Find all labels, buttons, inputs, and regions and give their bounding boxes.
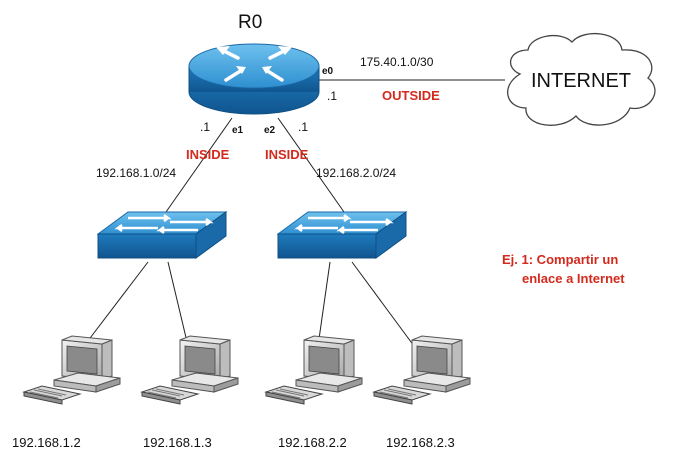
host-label: 192.168.2.2 (278, 435, 347, 450)
lan2-network: 192.168.2.0/24 (316, 166, 396, 180)
link-sw1-pc2 (167, 261, 189, 347)
pc-2-icon (141, 335, 239, 405)
switch-lan1-icon (96, 210, 228, 260)
internet-cloud-icon (507, 32, 656, 126)
wan-network: 175.40.1.0/30 (360, 55, 434, 69)
switch-lan2-icon (276, 210, 408, 260)
link-lan2 (277, 117, 345, 213)
link-sw2-pc4 (351, 261, 415, 347)
lan2-host: .1 (298, 120, 308, 134)
links (83, 79, 505, 347)
lan2-port: e2 (264, 125, 276, 136)
lan1-network: 192.168.1.0/24 (96, 166, 176, 180)
host-label: 192.168.2.3 (386, 435, 455, 450)
wan-port: e0 (322, 66, 334, 77)
wan-role: OUTSIDE (382, 88, 440, 103)
lan1-host: .1 (200, 120, 210, 134)
link-sw1-pc1 (83, 261, 149, 347)
lan2-role: INSIDE (265, 147, 309, 162)
link-sw2-pc3 (317, 261, 331, 347)
caption-line2: enlace a Internet (522, 271, 625, 286)
router-name: R0 (238, 12, 262, 33)
pc-1-icon (23, 335, 121, 405)
lan1-role: INSIDE (186, 147, 230, 162)
pc-4-icon (373, 335, 471, 405)
link-lan1 (165, 117, 233, 213)
host-label: 192.168.1.3 (143, 435, 212, 450)
router-icon (188, 43, 320, 115)
wan-host: .1 (327, 89, 337, 103)
lan1-port: e1 (232, 125, 244, 136)
internet-label: INTERNET (531, 70, 631, 92)
caption-line1: Ej. 1: Compartir un (502, 252, 618, 267)
pc-3-icon (265, 335, 363, 405)
host-label: 192.168.1.2 (12, 435, 81, 450)
